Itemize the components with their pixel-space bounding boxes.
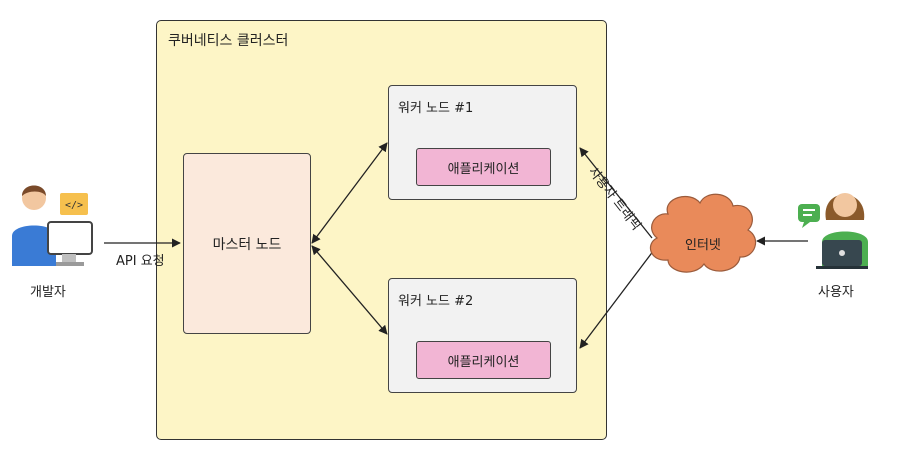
internet-cloud-icon [649,193,757,273]
master-node: 마스터 노드 [183,153,311,334]
user-icon [798,193,868,269]
worker-node-1-title: 워커 노드 #1 [398,101,474,116]
internet-label: 인터넷 [685,238,721,253]
internet-worker1-arrow [579,147,653,239]
worker-node-1-app: 애플리케이션 [416,148,551,186]
developer-icon: </> [12,185,93,266]
cluster-title: 쿠버네티스 클러스터 [168,33,289,49]
worker-node-2-app-label: 애플리케이션 [447,354,520,370]
master-node-label: 마스터 노드 [212,236,282,253]
master-worker2-arrow [311,245,388,335]
user-label: 사용자 [818,285,854,300]
internet-worker2-arrow [579,249,655,349]
master-worker1-arrow [311,142,388,244]
worker-node-1-app-label: 애플리케이션 [447,161,520,177]
worker-node-2-app: 애플리케이션 [416,341,551,379]
api-request-label: API 요청 [116,254,165,269]
developer-label: 개발자 [30,285,66,300]
svg-text:</>: </> [65,200,83,211]
worker-node-2-title: 워커 노드 #2 [398,294,474,309]
